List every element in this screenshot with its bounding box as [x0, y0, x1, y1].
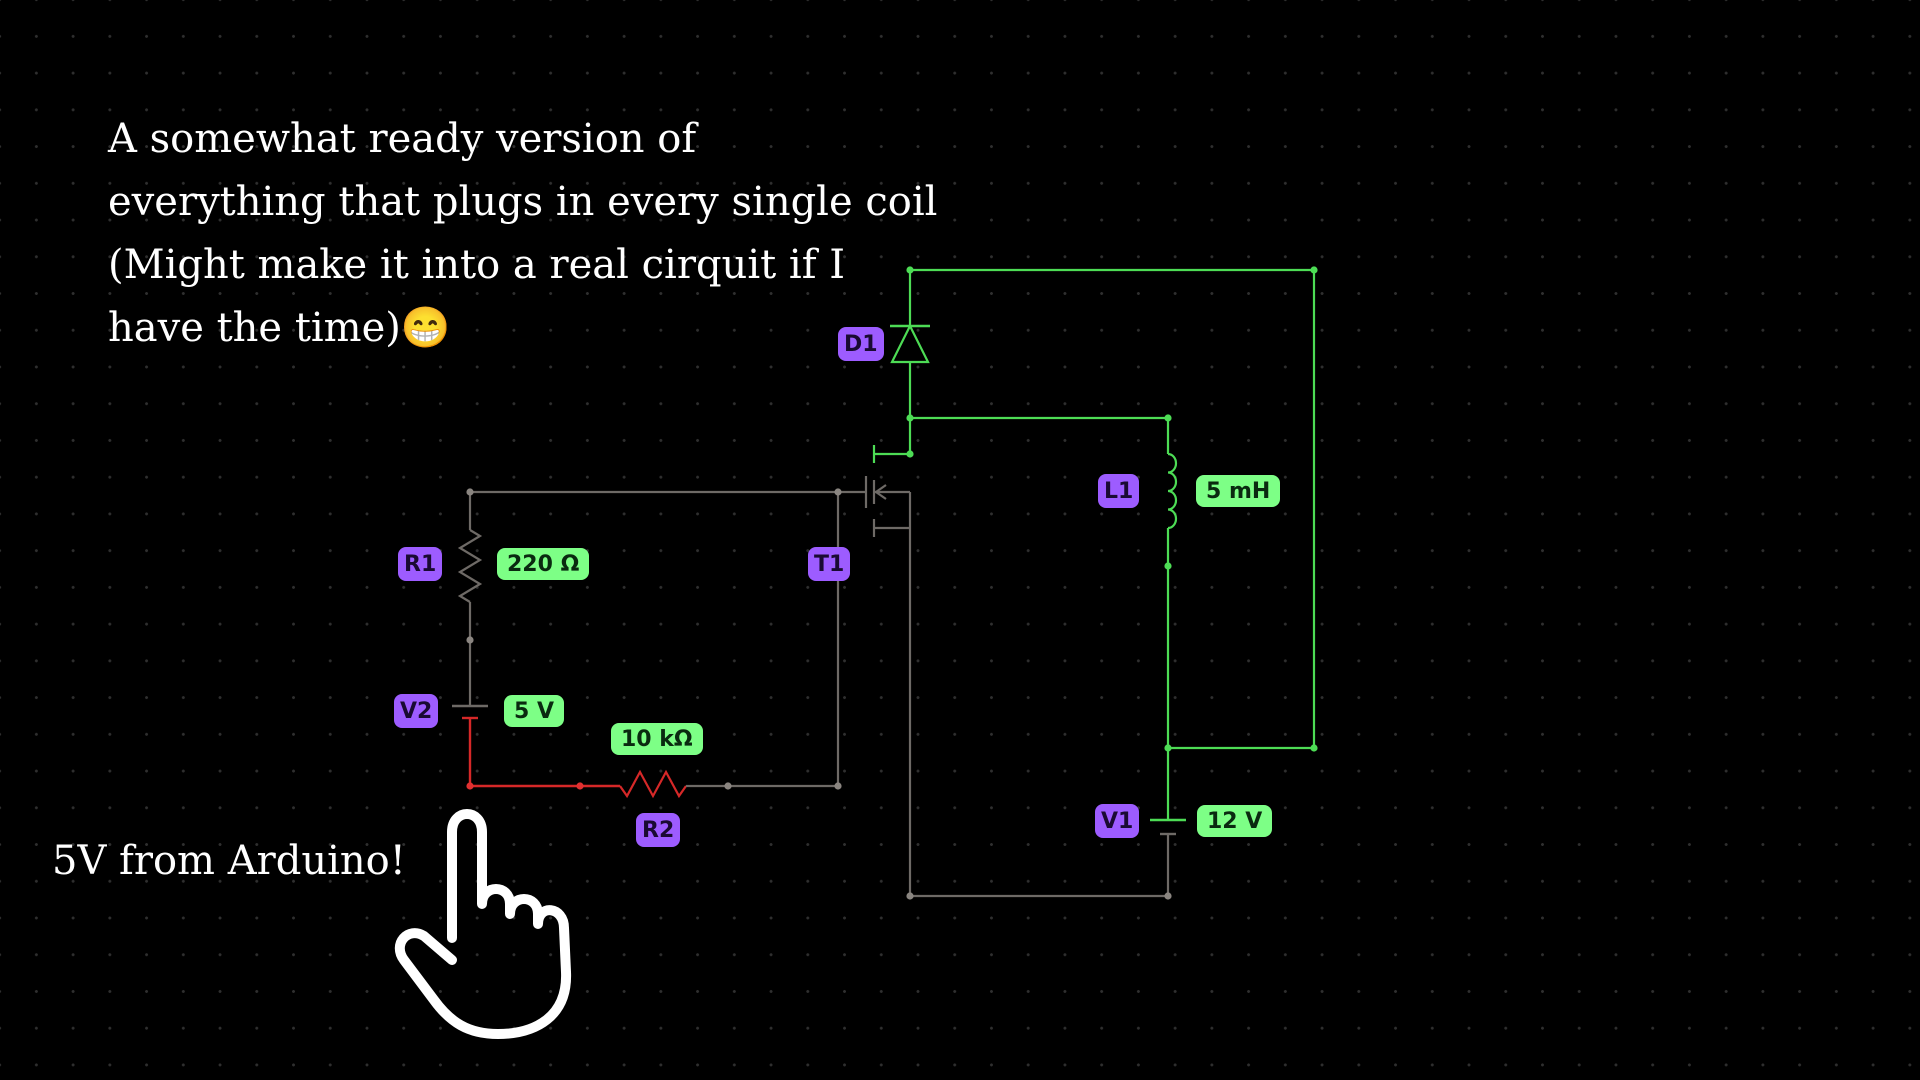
junction-dot: [466, 782, 474, 790]
battery-v1[interactable]: [1150, 818, 1186, 836]
resistor-r1[interactable]: [457, 529, 483, 603]
v2-ref-badge[interactable]: V2: [394, 694, 439, 728]
transistor-t1[interactable]: [838, 445, 912, 537]
l1-value-badge[interactable]: 5 mH: [1196, 475, 1281, 507]
note-line-1: A somewhat ready version of: [108, 116, 697, 162]
resistor-r2-left: [619, 769, 687, 799]
note-line-2: everything that plugs in every single co…: [108, 179, 938, 225]
v2-value-badge[interactable]: 5 V: [504, 695, 564, 727]
r1-value-badge[interactable]: 220 Ω: [497, 548, 590, 580]
r2-ref-badge[interactable]: R2: [636, 813, 681, 847]
junction-dot: [1164, 744, 1172, 752]
junction-dot: [1164, 414, 1172, 422]
mosfet-arrow: [874, 484, 887, 500]
idle-wires: [468, 490, 1170, 898]
junction-dot: [1310, 266, 1318, 274]
source-junctions: [466, 782, 584, 790]
active-junctions: [906, 266, 1318, 752]
diode-triangle: [890, 323, 930, 364]
junction-dot: [576, 782, 584, 790]
junction-dot: [1164, 562, 1172, 570]
junction-dot: [1164, 892, 1172, 900]
v1-ref-badge[interactable]: V1: [1095, 804, 1140, 838]
annotation-note: A somewhat ready version of everything t…: [108, 108, 937, 360]
source-wires: [468, 718, 620, 788]
d1-ref-badge[interactable]: D1: [838, 327, 884, 361]
junction-dot: [834, 782, 842, 790]
wire-diode-to-return[interactable]: [910, 268, 1316, 750]
v1-value-badge[interactable]: 12 V: [1197, 805, 1273, 837]
junction-dot: [906, 450, 914, 458]
junction-dot: [1310, 744, 1318, 752]
note-line-3: (Might make it into a real cirquit if I: [108, 242, 846, 288]
pointing-hand-icon: [394, 809, 572, 1039]
junction-dot: [466, 488, 474, 496]
inductor-l1[interactable]: [1167, 452, 1178, 530]
idle-junctions: [466, 488, 1172, 900]
diode-d1[interactable]: [890, 323, 930, 364]
junction-dot: [466, 636, 474, 644]
wire-source-return[interactable]: [908, 528, 1170, 898]
resistor-r2[interactable]: [619, 769, 690, 799]
junction-dot: [906, 266, 914, 274]
l1-ref-badge[interactable]: L1: [1098, 474, 1140, 508]
note-line-4: have the time)😁: [108, 305, 451, 351]
junction-dot: [724, 782, 732, 790]
r1-ref-badge[interactable]: R1: [398, 547, 443, 581]
r2-value-badge[interactable]: 10 kΩ: [611, 723, 703, 755]
battery-v2[interactable]: [452, 704, 488, 720]
junction-dot: [906, 892, 914, 900]
t1-ref-badge[interactable]: T1: [808, 547, 851, 581]
hand-outline: [394, 809, 572, 1039]
junction-dot: [906, 414, 914, 422]
active-wires: [908, 268, 1316, 820]
junction-dot: [834, 488, 842, 496]
arduino-note: 5V from Arduino!: [52, 838, 406, 884]
